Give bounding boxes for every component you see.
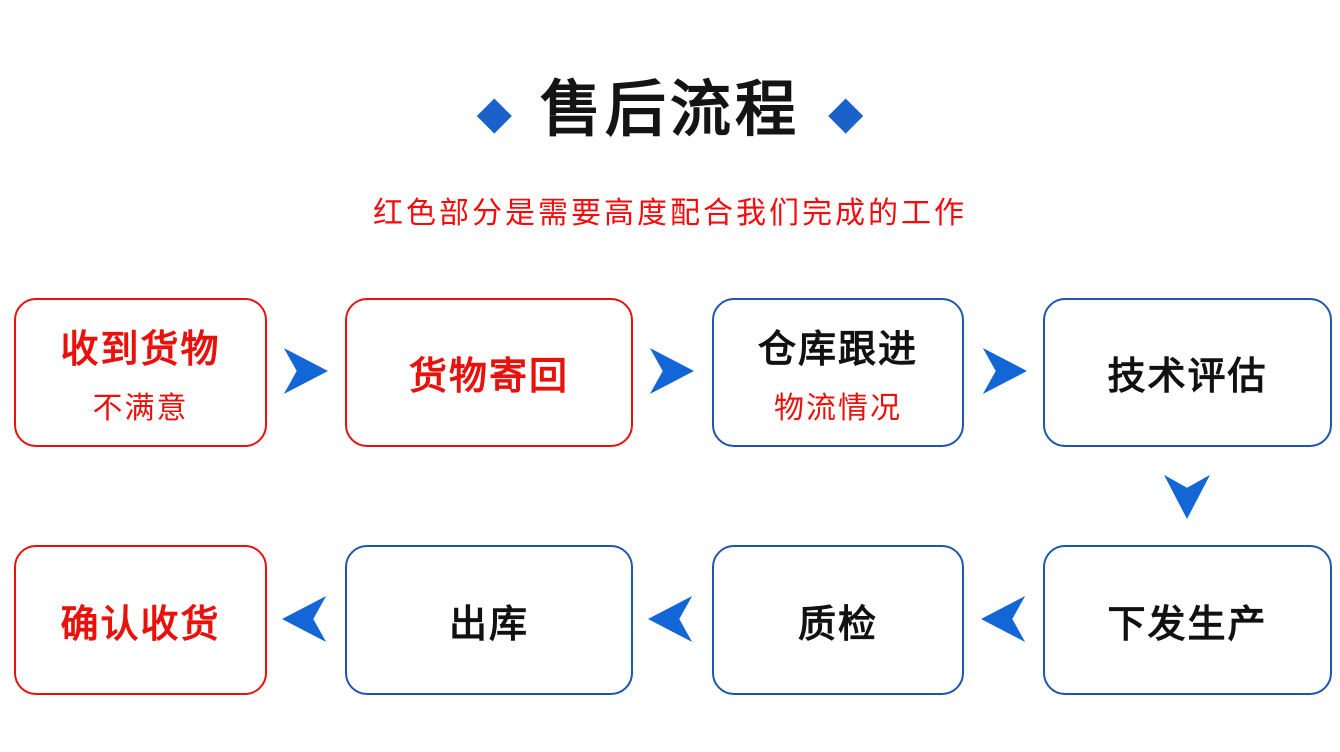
arrow-down-icon [1164, 473, 1210, 519]
page-title: ◆ 售后流程 ◆ [0, 75, 1340, 143]
flow-step-technical-evaluation: 技术评估 [1043, 298, 1332, 447]
arrow-right-icon [648, 348, 694, 394]
flow-step-subtitle: 不满意 [92, 392, 189, 425]
flow-step-title: 仓库跟进 [757, 329, 918, 371]
arrow-left-icon [648, 596, 694, 642]
flow-step-goods-received: 收到货物 不满意 [14, 298, 267, 447]
flow-step-title: 质检 [797, 603, 878, 646]
diamond-icon: ◆ [828, 85, 864, 138]
flow-step-issue-production: 下发生产 [1043, 545, 1332, 695]
flow-step-quality-check: 质检 [712, 545, 964, 695]
flow-step-warehouse-follow-up: 仓库跟进 物流情况 [712, 298, 964, 447]
flow-step-title: 下发生产 [1107, 603, 1268, 646]
diamond-icon: ◆ [476, 85, 512, 138]
flow-step-confirm-receipt: 确认收货 [14, 545, 267, 695]
flow-step-outbound: 出库 [345, 545, 633, 695]
flow-step-goods-returned: 货物寄回 [345, 298, 633, 447]
page-title-text: 售后流程 [539, 75, 800, 143]
subtitle-note: 红色部分是需要高度配合我们完成的工作 [373, 197, 967, 230]
flow-step-subtitle: 物流情况 [774, 392, 902, 425]
flow-step-title: 确认收货 [60, 603, 221, 646]
flow-step-title: 货物寄回 [408, 356, 569, 398]
arrow-left-icon [282, 596, 328, 642]
flow-step-title: 收到货物 [60, 329, 221, 371]
arrow-left-icon [981, 596, 1027, 642]
arrow-right-icon [282, 348, 328, 394]
arrow-right-icon [981, 348, 1027, 394]
flow-step-title: 技术评估 [1107, 356, 1268, 398]
flow-step-title: 出库 [448, 603, 529, 646]
